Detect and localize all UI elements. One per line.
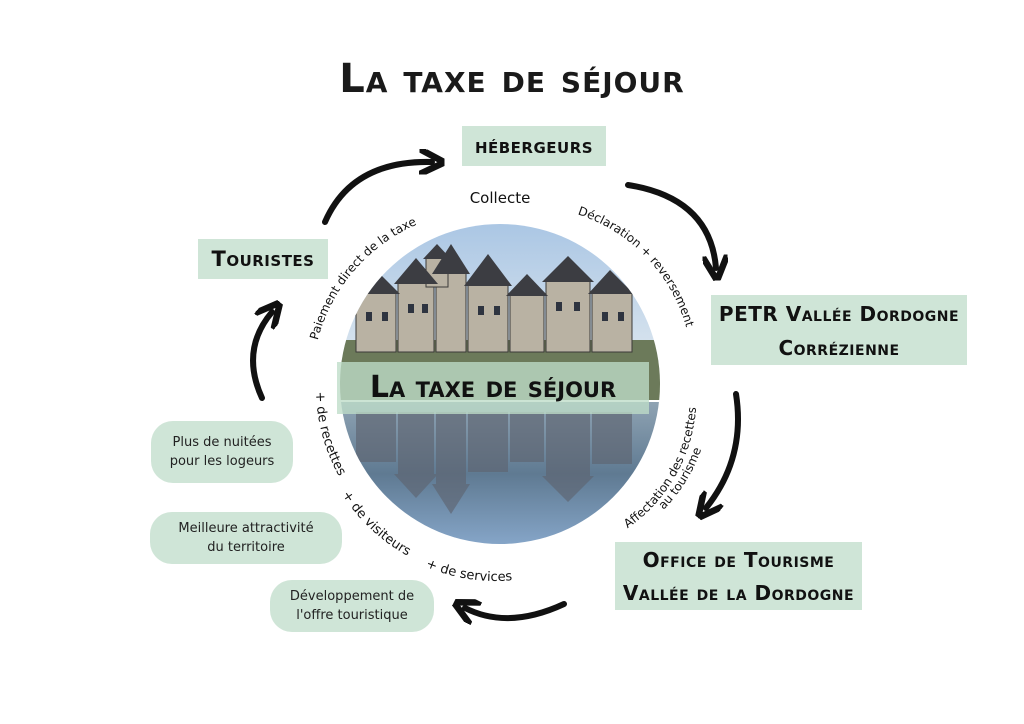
label-recettes: + de recettes — [312, 391, 349, 478]
box-hebergeurs-label: hébergeurs — [474, 134, 594, 158]
benefit-pill-nuitees-line-1: Plus de nuitées — [172, 435, 272, 450]
box-petr-line-1: PETR Vallée Dordogne — [718, 302, 960, 326]
benefit-pill-nuitees-line-2: pour les logeurs — [169, 454, 275, 469]
center-title: La taxe de séjour — [337, 362, 649, 414]
label-paiement: Paiement direct de la taxe — [307, 214, 418, 341]
arrow-touristes-to-hebergeurs — [322, 162, 432, 225]
benefit-pill-developpement-line-2: l'offre touristique — [296, 608, 408, 623]
box-touristes: Touristes — [198, 239, 328, 279]
arrow-benefits-to-touristes — [250, 312, 272, 401]
box-office: Office de Tourisme Vallée de la Dordogne — [615, 542, 862, 610]
label-visiteurs: + de visiteurs — [339, 488, 414, 559]
label-services: + de services — [424, 556, 513, 585]
box-office-line-1: Office de Tourisme — [642, 548, 835, 572]
box-petr: PETR Vallée Dordogne Corrézienne — [711, 295, 967, 365]
box-petr-line-2: Corrézienne — [778, 336, 900, 360]
benefit-pill-developpement-line-1: Développement de — [289, 589, 415, 604]
arrow-office-to-benefits — [465, 604, 567, 618]
benefit-pill-attractivite-line-1: Meilleure attractivité — [178, 521, 314, 536]
box-hebergeurs: hébergeurs — [462, 126, 606, 166]
box-office-line-2: Vallée de la Dordogne — [622, 581, 855, 605]
arrow-petr-to-office — [706, 391, 741, 508]
page-title: La taxe de séjour — [339, 56, 685, 102]
benefit-pill-attractivite-line-2: du territoire — [207, 540, 285, 555]
label-collecte: Collecte — [470, 189, 531, 207]
box-touristes-label: Touristes — [211, 247, 315, 271]
benefit-pill-nuitees: Plus de nuitées pour les logeurs — [151, 421, 293, 483]
village-photo — [338, 222, 662, 546]
arrow-hebergeurs-to-petr — [625, 182, 716, 268]
benefit-pill-attractivite: Meilleure attractivité du territoire — [150, 512, 342, 564]
benefit-pill-developpement: Développement de l'offre touristique — [270, 580, 434, 632]
label-declaration: Déclaration + reversement — [576, 204, 696, 329]
